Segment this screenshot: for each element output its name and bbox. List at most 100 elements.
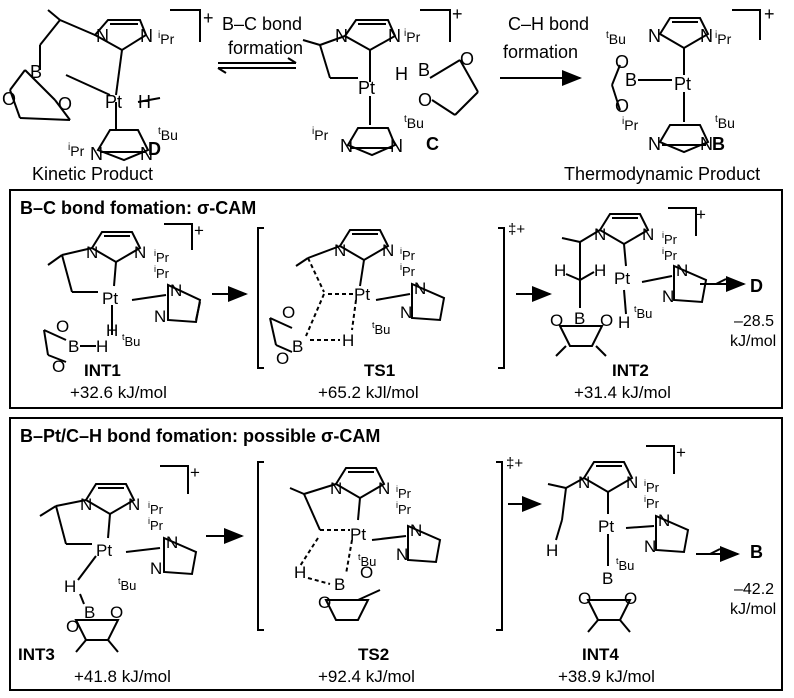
- structure-TS1: [257, 227, 505, 369]
- atom-O: O: [52, 357, 65, 376]
- atom-N: N: [170, 281, 182, 300]
- int2-energy: +31.4 kJ/mol: [574, 383, 671, 402]
- atom-tbu: tBu: [358, 552, 376, 569]
- atom-N: N: [388, 26, 401, 46]
- charge-ddagger: ‡+: [508, 221, 525, 238]
- atom-N: N: [128, 495, 140, 514]
- charge-plus: +: [764, 4, 775, 24]
- atom-tbu: tBu: [158, 126, 178, 143]
- box1-title: B–C bond fomation: σ-CAM: [20, 198, 256, 218]
- atom-N: N: [396, 545, 408, 564]
- atom-O: O: [2, 89, 16, 109]
- atom-N: N: [330, 479, 342, 498]
- atom-O: O: [110, 603, 123, 622]
- charge-plus: +: [676, 443, 686, 462]
- complex-D: [9, 9, 161, 162]
- charge-plus: +: [194, 221, 204, 240]
- caption-thermodynamic: Thermodynamic Product: [564, 164, 760, 184]
- atom-B: B: [68, 337, 79, 356]
- arrow2-line2: formation: [503, 42, 578, 62]
- bracket: [170, 9, 201, 42]
- atom-N: N: [134, 243, 146, 262]
- box2-product-unit: kJ/mol: [730, 601, 776, 618]
- atom-ipr: iPr: [312, 126, 329, 143]
- atom-N: N: [626, 473, 638, 492]
- structure-INT4: [547, 461, 690, 633]
- atom-tbu: tBu: [606, 30, 626, 47]
- arrow1-line2: formation: [228, 38, 303, 58]
- ts1-energy: +65.2 kJl/mol: [318, 383, 419, 402]
- charge-plus: +: [696, 205, 706, 224]
- box1-product-unit: kJ/mol: [730, 333, 776, 350]
- atom-tbu: tBu: [404, 114, 424, 131]
- box2-title: B–Pt/C–H bond fomation: possible σ-CAM: [20, 426, 380, 446]
- caption-kinetic: Kinetic Product: [32, 164, 153, 184]
- atom-H: H: [554, 261, 566, 280]
- atom-N: N: [390, 136, 403, 156]
- atom-ipr: iPr: [662, 230, 678, 247]
- multistep-arrow-head: [715, 278, 727, 285]
- atom-N: N: [378, 479, 390, 498]
- bracket: [164, 223, 193, 250]
- atom-ipr: iPr: [622, 116, 639, 133]
- atom-B: B: [602, 569, 613, 588]
- atom-ipr: iPr: [148, 500, 164, 517]
- atom-ipr: iPr: [396, 484, 412, 501]
- atom-H: H: [294, 563, 306, 582]
- atom-ipr: iPr: [400, 262, 416, 279]
- atom-N: N: [644, 537, 656, 556]
- atom-tbu: tBu: [122, 332, 140, 349]
- atom-H: H: [64, 577, 76, 596]
- atom-H: H: [138, 92, 151, 112]
- bracket: [420, 9, 451, 42]
- atom-N: N: [648, 134, 661, 154]
- atom-N: N: [80, 495, 92, 514]
- box2-product-label: B: [750, 542, 763, 562]
- atom-N: N: [140, 144, 153, 164]
- ts2-energy: +92.4 kJ/mol: [318, 667, 415, 686]
- int4-name: INT4: [582, 645, 619, 664]
- structure-INT2: [555, 213, 708, 357]
- bracket: [160, 465, 189, 494]
- charge-plus: +: [452, 4, 463, 24]
- ts2-name: TS2: [358, 645, 389, 664]
- atom-N: N: [648, 26, 661, 46]
- atom-O: O: [418, 90, 432, 110]
- box1-product-label: D: [750, 276, 763, 296]
- atom-N: N: [400, 303, 412, 322]
- atom-ipr: iPr: [644, 478, 660, 495]
- atom-O: O: [360, 563, 373, 582]
- atom-tbu: tBu: [715, 114, 735, 131]
- atom-N: N: [335, 26, 348, 46]
- ts1-name: TS1: [364, 361, 395, 380]
- label-B: B: [712, 134, 725, 154]
- atom-Pt: Pt: [614, 269, 630, 288]
- charge-plus: +: [190, 463, 200, 482]
- charge-ddagger: ‡+: [506, 455, 523, 472]
- atom-Pt: Pt: [102, 289, 118, 308]
- atom-H: H: [342, 331, 354, 350]
- atom-N: N: [676, 261, 688, 280]
- int2-name: INT2: [612, 361, 649, 380]
- atom-O: O: [550, 311, 563, 330]
- atom-ipr: iPr: [662, 246, 678, 263]
- atom-N: N: [140, 26, 153, 46]
- atom-ipr: iPr: [715, 30, 732, 47]
- atom-N: N: [700, 134, 713, 154]
- atom-H: H: [96, 337, 108, 356]
- atom-N: N: [658, 511, 670, 530]
- charge-plus: +: [203, 8, 214, 28]
- multistep-arrow-head: [709, 548, 721, 555]
- atom-H: H: [618, 313, 630, 332]
- atom-ipr: iPr: [400, 246, 416, 263]
- atom-N: N: [96, 26, 109, 46]
- atom-O: O: [282, 303, 295, 322]
- int1-name: INT1: [84, 361, 121, 380]
- atom-O: O: [615, 96, 629, 116]
- atom-N: N: [414, 279, 426, 298]
- atom-ipr: iPr: [68, 142, 85, 159]
- atom-N: N: [334, 241, 346, 260]
- atom-tbu: tBu: [634, 304, 652, 321]
- atom-Pt: Pt: [105, 92, 122, 112]
